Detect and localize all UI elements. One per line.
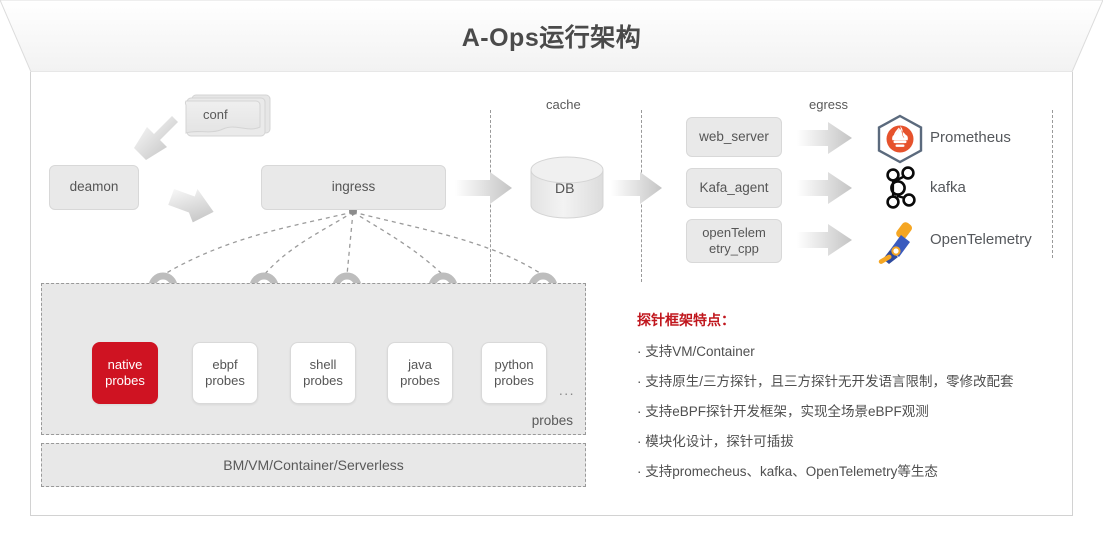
feature-item-1: · 支持VM/Container <box>637 344 755 359</box>
egress-label: egress <box>809 97 849 112</box>
probe-shell-line2: probes <box>303 373 343 388</box>
divider-cache <box>490 110 491 282</box>
probe-native-line2: probes <box>105 373 145 388</box>
feature-panel: 探针框架特点： · 支持VM/Container · 支持原生/三方探针，且三方… <box>637 310 1057 492</box>
probe-python-line2: probes <box>494 373 534 388</box>
divider-egress-right <box>1052 110 1053 258</box>
node-deamon[interactable]: deamon <box>49 165 139 210</box>
conf-label: conf <box>203 107 228 122</box>
probe-python-line1: python <box>494 357 534 373</box>
probe-java-line2: probes <box>400 373 440 388</box>
probe-shell-line1: shell <box>309 357 337 373</box>
probe-java-line1: java <box>408 357 432 373</box>
page-title: A-Ops运行架构 <box>461 24 642 52</box>
cache-label: cache <box>546 97 581 112</box>
db-label: DB <box>555 180 575 196</box>
node-web-server[interactable]: web_server <box>686 117 782 157</box>
integration-label-opentelemetry: OpenTelemetry <box>930 231 1032 248</box>
integration-label-prometheus: Prometheus <box>930 129 1011 146</box>
platform-bar: BM/VM/Container/Serverless <box>41 443 586 487</box>
divider-egress-left <box>641 110 642 282</box>
integration-label-kafka: kafka <box>930 179 966 196</box>
feature-item-2: · 支持原生/三方探针，且三方探针无开发语言限制，零修改配套 <box>637 373 1014 389</box>
probe-native-line1: native <box>107 357 143 373</box>
node-opentelemetry-cpp[interactable]: openTelem etry_cpp <box>686 219 782 263</box>
probe-ebpf[interactable]: ebpf probes <box>192 342 258 404</box>
probe-ebpf-line1: ebpf <box>212 357 238 373</box>
probes-region-label: probes <box>531 413 573 428</box>
feature-item-5: · 支持promecheus、kafka、OpenTelemetry等生态 <box>637 463 938 479</box>
feature-panel-title: 探针框架特点： <box>637 312 735 328</box>
probe-python[interactable]: python probes <box>481 342 547 404</box>
feature-item-3: · 支持eBPF探针开发框架，实现全场景eBPF观测 <box>637 403 929 419</box>
probe-ebpf-line2: probes <box>205 373 245 388</box>
node-kafa-agent[interactable]: Kafa_agent <box>686 168 782 208</box>
probe-native[interactable]: native probes <box>92 342 158 404</box>
probes-ellipsis: ... <box>558 382 575 398</box>
probe-java[interactable]: java probes <box>387 342 453 404</box>
node-ingress[interactable]: ingress <box>261 165 446 210</box>
feature-item-4: · 模块化设计，探针可插拔 <box>637 433 794 449</box>
probe-shell[interactable]: shell probes <box>290 342 356 404</box>
